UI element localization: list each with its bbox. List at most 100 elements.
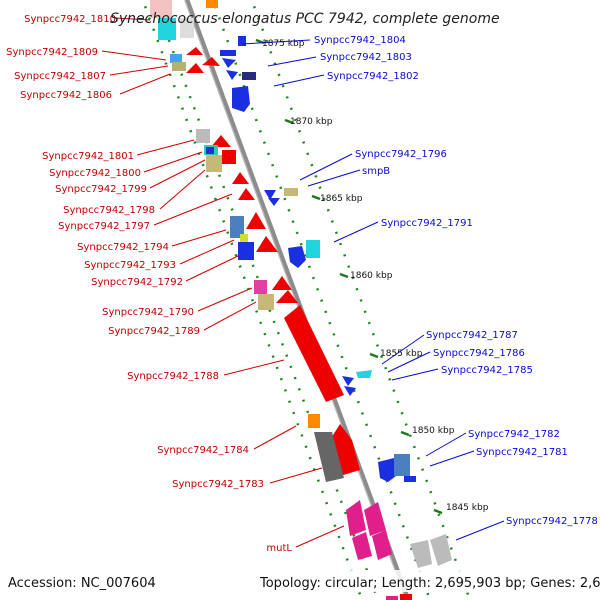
ruler-ticks	[255, 38, 443, 515]
gene-1781-b[interactable]	[404, 476, 416, 482]
gene-1806[interactable]	[186, 63, 204, 73]
gene-label-1803[interactable]: Synpcc7942_1803	[320, 52, 412, 63]
gene-1807b[interactable]	[172, 62, 186, 71]
gene-label-1792[interactable]: Synpcc7942_1792	[91, 277, 183, 288]
gene-label-1800[interactable]: Synpcc7942_1800	[49, 168, 141, 179]
right-leaders	[241, 39, 505, 541]
ruler-label-1850: 1850 kbp	[412, 426, 455, 436]
gene-1792[interactable]	[238, 242, 254, 260]
gene-label-1806[interactable]: Synpcc7942_1806	[20, 90, 112, 101]
gene-1795[interactable]	[246, 212, 266, 229]
ruler-label-1860: 1860 kbp	[350, 271, 393, 281]
gene-1810[interactable]	[150, 0, 172, 18]
gene-1804[interactable]	[220, 50, 236, 56]
smpB[interactable]	[268, 198, 280, 206]
gene-1796[interactable]	[264, 190, 276, 200]
gene-label-1794[interactable]: Synpcc7942_1794	[77, 242, 169, 253]
topology-text: Topology: circular; Length: 2,695,903 bp…	[259, 576, 600, 591]
gene-1809[interactable]	[186, 47, 203, 55]
gene-1788[interactable]	[284, 305, 344, 402]
gene-label-1801[interactable]: Synpcc7942_1801	[42, 151, 134, 162]
ruler-label-1870: 1870 kbp	[290, 117, 333, 127]
ruler-label-1855: 1855 kbp	[380, 349, 423, 359]
gene-1805[interactable]	[238, 36, 246, 46]
right-gene-labels: Synpcc7942_1804 Synpcc7942_1803 Synpcc79…	[314, 35, 598, 527]
gene-1791-cyan[interactable]	[306, 240, 320, 258]
gene-1798[interactable]	[232, 172, 249, 184]
gene-1807a[interactable]	[170, 54, 182, 63]
gene-1784[interactable]	[330, 424, 352, 440]
mutL-b[interactable]	[364, 502, 386, 536]
gene-1794-lime[interactable]	[240, 234, 248, 242]
gene-1794[interactable]	[230, 216, 244, 238]
gene-label-1781[interactable]: Synpcc7942_1781	[476, 447, 568, 458]
gene-1801-box[interactable]	[196, 129, 210, 143]
gene-1785-orange[interactable]	[308, 414, 320, 428]
gene-1789-arrow[interactable]	[276, 290, 298, 303]
gene-label-1790[interactable]: Synpcc7942_1790	[102, 307, 194, 318]
gene-1802a[interactable]	[226, 70, 238, 80]
gene-1778[interactable]	[410, 540, 432, 568]
gene-1783[interactable]	[314, 432, 344, 482]
gene-label-1796[interactable]: Synpcc7942_1796	[355, 149, 447, 160]
mutL-d[interactable]	[372, 530, 392, 560]
left-leaders	[101, 17, 345, 548]
gene-label-1809[interactable]: Synpcc7942_1809	[6, 47, 98, 58]
gene-1782[interactable]	[378, 458, 396, 482]
gene-1781[interactable]	[394, 454, 410, 476]
gene-1790-arrow[interactable]	[272, 276, 292, 290]
gene-1797[interactable]	[238, 188, 255, 200]
gene-label-1785[interactable]: Synpcc7942_1785	[441, 365, 533, 376]
gene-bottom-b[interactable]	[400, 594, 412, 600]
gene-1785[interactable]	[344, 386, 356, 396]
guide-dots	[141, 0, 472, 600]
gene-label-1797[interactable]: Synpcc7942_1797	[58, 221, 150, 232]
gene-1810-box[interactable]	[180, 18, 194, 38]
gene-label-1799[interactable]: Synpcc7942_1799	[55, 184, 147, 195]
gene-1799[interactable]	[206, 155, 222, 172]
accession-text: Accession: NC_007604	[8, 576, 156, 591]
gene-1789[interactable]	[258, 294, 274, 310]
gene-1801[interactable]	[211, 135, 231, 147]
gene-label-1786[interactable]: Synpcc7942_1786	[433, 348, 525, 359]
gene-1778-b[interactable]	[430, 534, 452, 566]
gene-label-1788[interactable]: Synpcc7942_1788	[127, 371, 219, 382]
gene-bottom-a[interactable]	[386, 596, 398, 600]
gene-label-1798[interactable]: Synpcc7942_1798	[63, 205, 155, 216]
gene-1803[interactable]	[222, 58, 236, 68]
gene-1799-red[interactable]	[222, 150, 236, 164]
gene-label-mutL[interactable]: mutL	[266, 543, 292, 554]
gene-label-1807[interactable]: Synpcc7942_1807	[14, 71, 106, 82]
gene-1793[interactable]	[256, 236, 278, 252]
gene-1802-dark[interactable]	[242, 72, 256, 80]
gene-label-1791[interactable]: Synpcc7942_1791	[381, 218, 473, 229]
gene-label-1789[interactable]: Synpcc7942_1789	[108, 326, 200, 337]
left-gene-labels: Synpcc7942_1810 Synpcc7942_1809 Synpcc79…	[6, 14, 292, 554]
forward-genes	[150, 0, 412, 600]
gene-label-1810[interactable]: Synpcc7942_1810	[24, 14, 116, 25]
gene-1810-cyan[interactable]	[158, 18, 176, 40]
gene-1802[interactable]	[232, 86, 250, 112]
gene-label-1783[interactable]: Synpcc7942_1783	[172, 479, 264, 490]
gene-label-1787[interactable]: Synpcc7942_1787	[426, 330, 518, 341]
gene-1787[interactable]	[356, 370, 372, 378]
gene-1808[interactable]	[202, 57, 220, 66]
gene-label-1804[interactable]: Synpcc7942_1804	[314, 35, 406, 46]
gene-label-1778[interactable]: Synpcc7942_1778	[506, 516, 598, 527]
smpB-box[interactable]	[284, 188, 298, 196]
gene-label-1782[interactable]: Synpcc7942_1782	[468, 429, 560, 440]
gene-1800-blue[interactable]	[206, 147, 214, 154]
ruler-label-1875: 1875 kbp	[262, 39, 305, 49]
gene-1791[interactable]	[288, 246, 306, 268]
mutL-a[interactable]	[346, 500, 366, 536]
gene-label-1793[interactable]: Synpcc7942_1793	[84, 260, 176, 271]
gene-1790[interactable]	[254, 280, 267, 294]
gene-label-1802[interactable]: Synpcc7942_1802	[327, 71, 419, 82]
gene-label-smpB[interactable]: smpB	[362, 166, 390, 177]
gene-label-1784[interactable]: Synpcc7942_1784	[157, 445, 249, 456]
gene-1810-arrow[interactable]	[206, 0, 218, 8]
gene-1786[interactable]	[342, 376, 354, 386]
ruler-label-1865: 1865 kbp	[320, 194, 363, 204]
mutL-c[interactable]	[352, 532, 372, 560]
